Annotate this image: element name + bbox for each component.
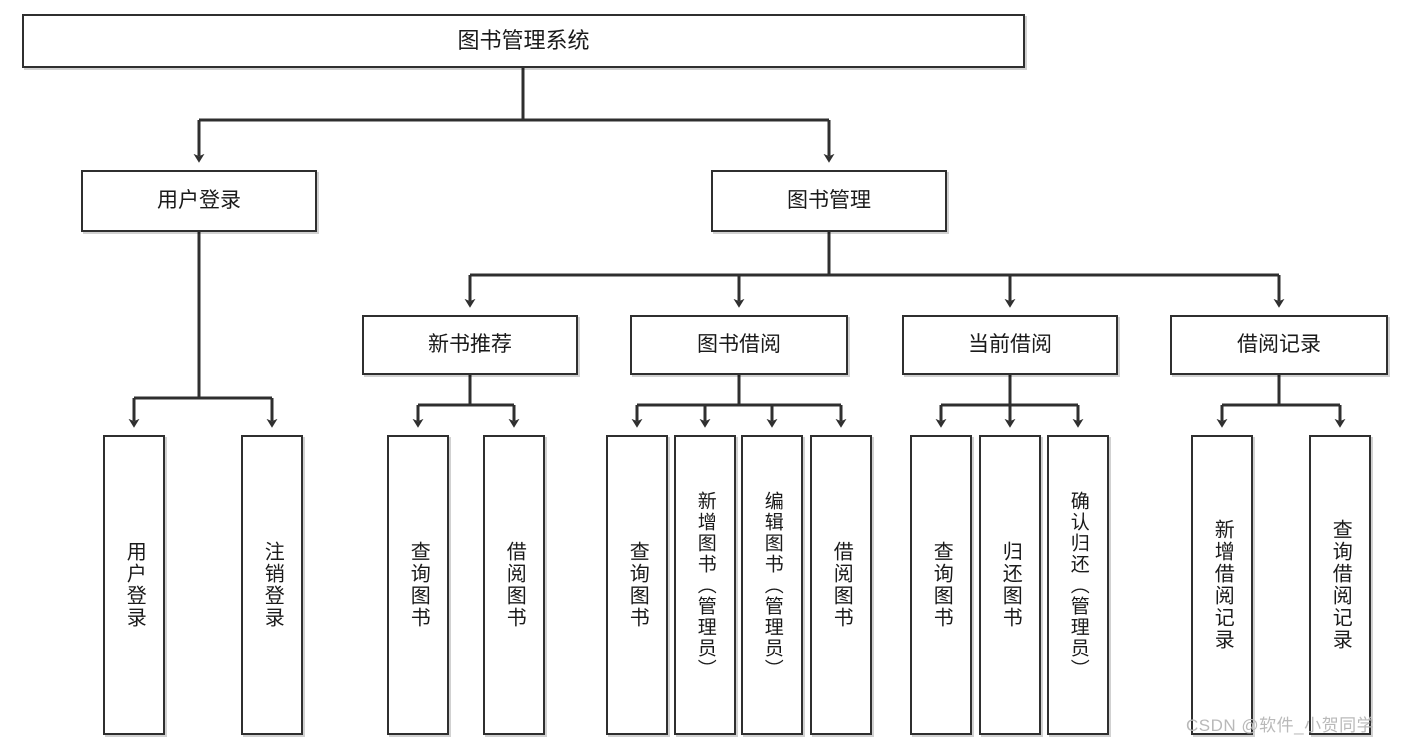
leaf-return-book[interactable]: 归还图书 bbox=[979, 435, 1041, 735]
node-user-login[interactable]: 用户登录 bbox=[81, 170, 317, 232]
leaf-user-logout[interactable]: 注销登录 bbox=[241, 435, 303, 735]
node-current-borrow[interactable]: 当前借阅 bbox=[902, 315, 1118, 375]
leaf-query-book-recommend[interactable]: 查询图书 bbox=[387, 435, 449, 735]
node-label: 归还图书 bbox=[999, 541, 1022, 629]
node-label: 图书借阅 bbox=[697, 333, 781, 357]
node-label: 当前借阅 bbox=[968, 333, 1052, 357]
leaf-add-borrow-log[interactable]: 新增借阅记录 bbox=[1191, 435, 1253, 735]
node-label: 编辑图书（管理员） bbox=[761, 490, 783, 680]
leaf-query-book-borrow[interactable]: 查询图书 bbox=[606, 435, 668, 735]
node-label: 新增图书（管理员） bbox=[694, 490, 716, 680]
node-book-manage[interactable]: 图书管理 bbox=[711, 170, 947, 232]
node-label: 图书管理 bbox=[787, 189, 871, 213]
node-label: 查询借阅记录 bbox=[1329, 519, 1352, 651]
node-label: 借阅图书 bbox=[503, 541, 526, 629]
node-label: 图书管理系统 bbox=[457, 27, 590, 53]
node-label: 新增借阅记录 bbox=[1211, 519, 1234, 651]
leaf-query-book-current[interactable]: 查询图书 bbox=[910, 435, 972, 735]
leaf-add-book[interactable]: 新增图书（管理员） bbox=[674, 435, 736, 735]
node-label: 确认归还（管理员） bbox=[1067, 490, 1089, 680]
node-label: 查询图书 bbox=[407, 541, 430, 629]
node-label: 用户登录 bbox=[157, 189, 241, 213]
leaf-user-login[interactable]: 用户登录 bbox=[103, 435, 165, 735]
node-label: 借阅记录 bbox=[1237, 333, 1321, 357]
leaf-query-borrow-log[interactable]: 查询借阅记录 bbox=[1309, 435, 1371, 735]
node-label: 用户登录 bbox=[123, 541, 146, 629]
node-book-borrow[interactable]: 图书借阅 bbox=[630, 315, 848, 375]
node-root-system[interactable]: 图书管理系统 bbox=[22, 14, 1025, 68]
node-label: 查询图书 bbox=[626, 541, 649, 629]
node-label: 查询图书 bbox=[930, 541, 953, 629]
leaf-borrow-book[interactable]: 借阅图书 bbox=[810, 435, 872, 735]
leaf-edit-book[interactable]: 编辑图书（管理员） bbox=[741, 435, 803, 735]
node-borrow-log[interactable]: 借阅记录 bbox=[1170, 315, 1388, 375]
node-new-book-recommend[interactable]: 新书推荐 bbox=[362, 315, 578, 375]
node-label: 注销登录 bbox=[261, 541, 284, 629]
leaf-borrow-book-recommend[interactable]: 借阅图书 bbox=[483, 435, 545, 735]
node-label: 新书推荐 bbox=[428, 333, 512, 357]
node-label: 借阅图书 bbox=[830, 541, 853, 629]
leaf-confirm-return[interactable]: 确认归还（管理员） bbox=[1047, 435, 1109, 735]
